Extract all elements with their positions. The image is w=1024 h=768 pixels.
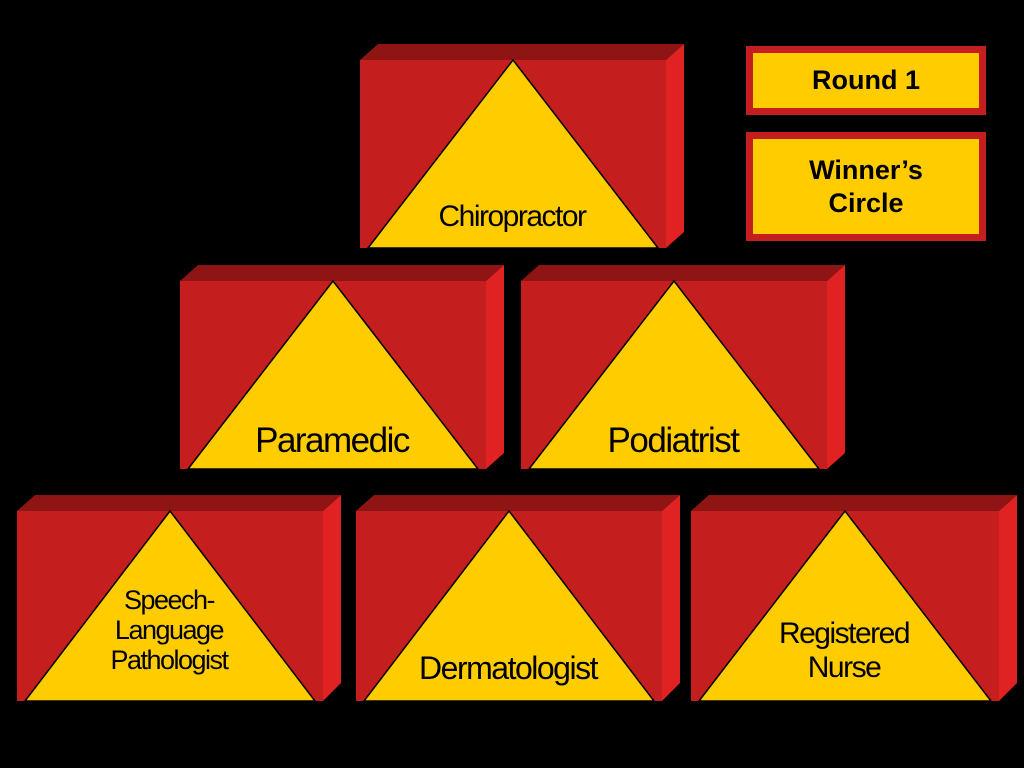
block-shape (17, 495, 341, 702)
block-label: Paramedic (255, 421, 410, 460)
pyramid-block-paramedic[interactable]: Paramedic (178, 263, 506, 470)
block-shape (180, 265, 504, 470)
winners-circle-button[interactable]: Winner’s Circle (746, 132, 986, 241)
block-shape (691, 495, 1017, 702)
block-shape (521, 265, 845, 470)
pyramid-block-speech-language-pathologist[interactable]: Speech- Language Pathologist (15, 493, 343, 702)
block-label: Speech- Language Pathologist (110, 585, 229, 676)
block-label: Registered Nurse (778, 617, 911, 684)
pyramid-block-podiatrist[interactable]: Podiatrist (519, 263, 847, 470)
block-label: Chiropractor (438, 200, 587, 233)
pyramid-block-chiropractor[interactable]: Chiropractor (358, 42, 686, 249)
pyramid-block-registered-nurse[interactable]: Registered Nurse (689, 493, 1019, 702)
block-shape (360, 44, 684, 249)
round-indicator: Round 1 (746, 46, 986, 115)
block-shape (356, 495, 680, 702)
block-label: Podiatrist (607, 421, 740, 460)
pyramid-block-dermatologist[interactable]: Dermatologist (354, 493, 682, 702)
block-label: Dermatologist (419, 650, 598, 686)
